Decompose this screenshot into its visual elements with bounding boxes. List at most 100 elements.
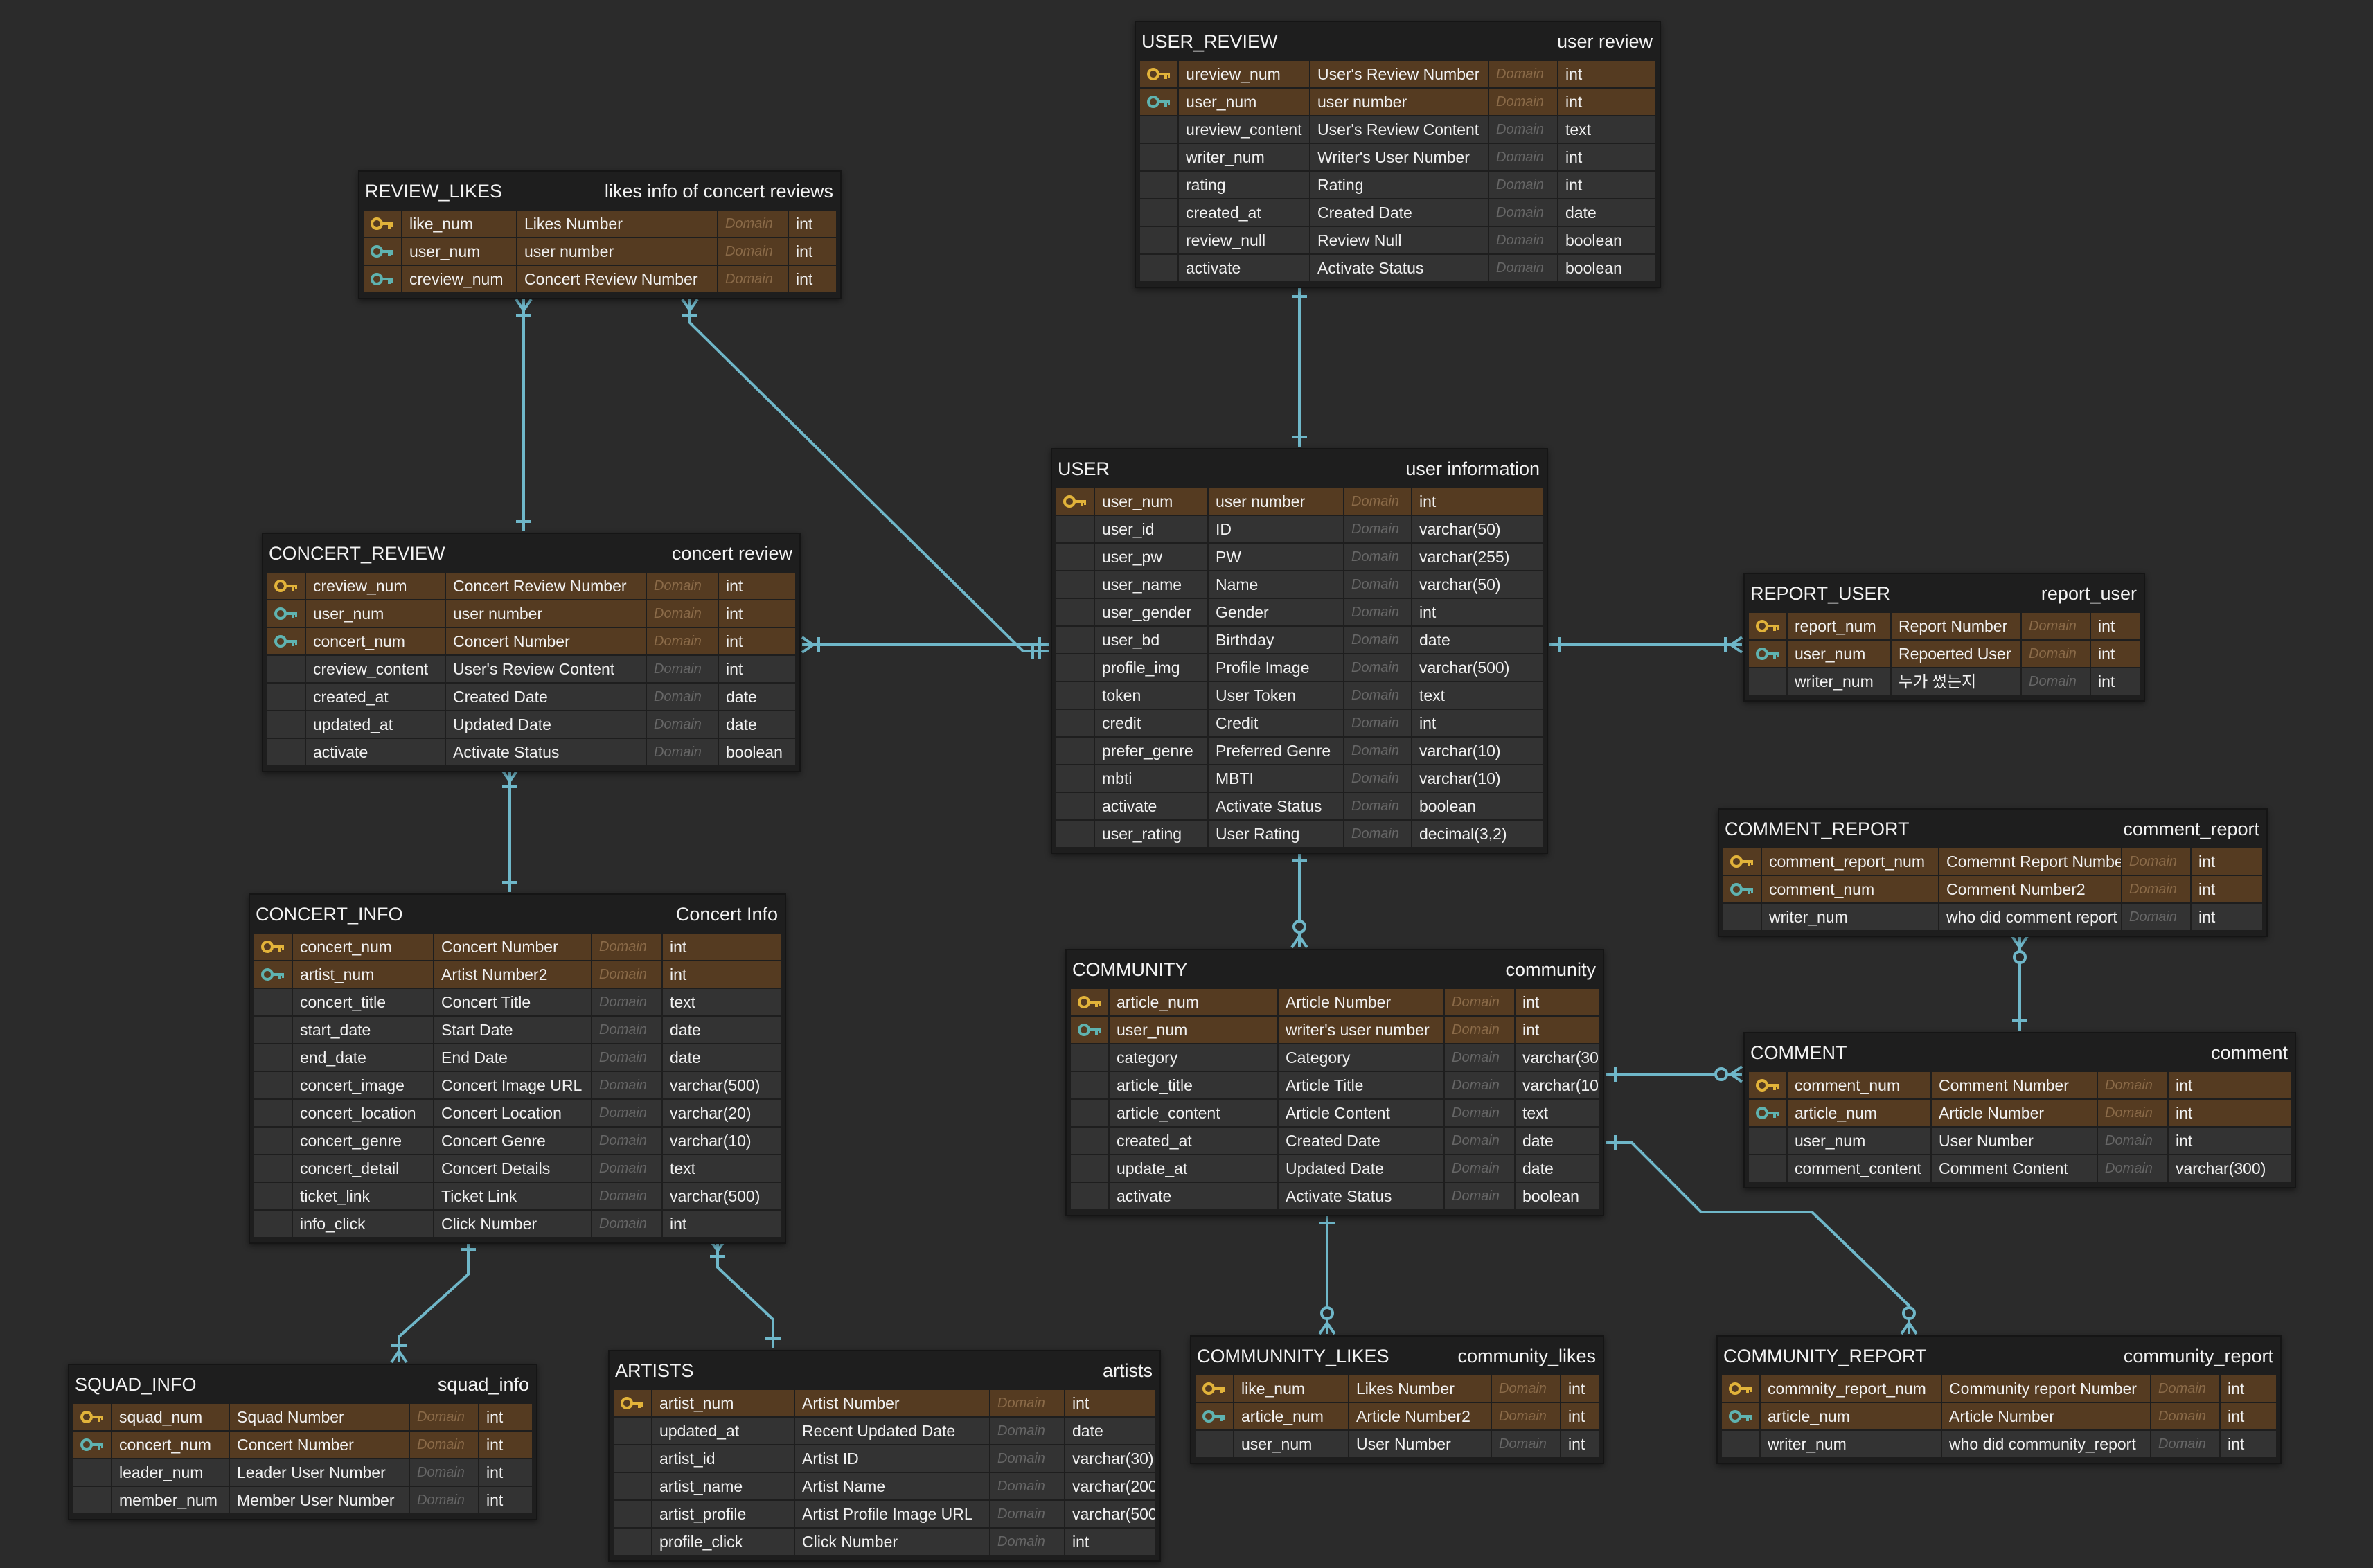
column-row[interactable]: user_numUser NumberDomainint [1196, 1431, 1599, 1457]
column-row[interactable]: ticket_linkTicket LinkDomainvarchar(500) [254, 1183, 781, 1209]
table-header[interactable]: USERuser information [1056, 449, 1543, 488]
column-row[interactable]: updated_atUpdated DateDomaindate [267, 711, 795, 738]
table-concert-info[interactable]: CONCERT_INFOConcert Infoconcert_numConce… [249, 893, 786, 1244]
table-header[interactable]: USER_REVIEWuser review [1140, 22, 1655, 61]
column-row[interactable]: leader_numLeader User NumberDomainint [73, 1459, 532, 1486]
column-row[interactable]: user_bdBirthdayDomaindate [1056, 627, 1543, 653]
column-row[interactable]: article_numArticle NumberDomainint [1071, 989, 1599, 1015]
column-row[interactable]: creview_contentUser's Review ContentDoma… [267, 656, 795, 682]
column-row[interactable]: review_nullReview NullDomainboolean [1140, 227, 1655, 253]
column-row[interactable]: ratingRatingDomainint [1140, 172, 1655, 198]
table-header[interactable]: COMMENT_REPORTcomment_report [1723, 810, 2262, 848]
column-row[interactable]: ureview_contentUser's Review ContentDoma… [1140, 116, 1655, 143]
column-row[interactable]: activateActivate StatusDomainboolean [1071, 1183, 1599, 1209]
column-row[interactable]: tokenUser TokenDomaintext [1056, 682, 1543, 709]
table-comment[interactable]: COMMENTcommentcomment_numComment NumberD… [1743, 1032, 2296, 1188]
column-row[interactable]: ureview_numUser's Review NumberDomainint [1140, 61, 1655, 87]
column-row[interactable]: info_clickClick NumberDomainint [254, 1211, 781, 1237]
table-community-report[interactable]: COMMUNITY_REPORTcommunity_reportcommnity… [1716, 1335, 2282, 1464]
table-header[interactable]: ARTISTSartists [614, 1351, 1155, 1390]
column-row[interactable]: concert_detailConcert DetailsDomaintext [254, 1155, 781, 1182]
column-row[interactable]: user_numRepoerted UserDomainint [1749, 641, 2140, 667]
table-squad-info[interactable]: SQUAD_INFOsquad_infosquad_numSquad Numbe… [68, 1364, 537, 1520]
column-row[interactable]: artist_idArtist IDDomainvarchar(30) [614, 1445, 1155, 1472]
table-header[interactable]: SQUAD_INFOsquad_info [73, 1365, 532, 1404]
column-row[interactable]: user_numuser numberDomainint [1056, 488, 1543, 515]
column-row[interactable]: article_numArticle Number2Domainint [1196, 1403, 1599, 1429]
column-row[interactable]: activateActivate StatusDomainboolean [267, 739, 795, 765]
column-row[interactable]: user_numuser numberDomainint [1140, 89, 1655, 115]
column-row[interactable]: updated_atRecent Updated DateDomaindate [614, 1418, 1155, 1444]
column-row[interactable]: like_numLikes NumberDomainint [1196, 1375, 1599, 1402]
column-row[interactable]: user_numuser numberDomainint [364, 238, 836, 265]
column-row[interactable]: mbtiMBTIDomainvarchar(10) [1056, 765, 1543, 792]
table-concert-review[interactable]: CONCERT_REVIEWconcert reviewcreview_numC… [262, 533, 801, 772]
column-row[interactable]: user_nameNameDomainvarchar(50) [1056, 571, 1543, 598]
column-row[interactable]: writer_num누가 썼는지Domainint [1749, 668, 2140, 695]
column-row[interactable]: creview_numConcert Review NumberDomainin… [364, 266, 836, 292]
column-row[interactable]: concert_genreConcert GenreDomainvarchar(… [254, 1128, 781, 1154]
column-row[interactable]: report_numReport NumberDomainint [1749, 613, 2140, 639]
column-row[interactable]: creditCreditDomainint [1056, 710, 1543, 736]
column-row[interactable]: created_atCreated DateDomaindate [1140, 199, 1655, 226]
table-header[interactable]: COMMENTcomment [1749, 1033, 2291, 1072]
column-row[interactable]: user_ratingUser RatingDomaindecimal(3,2) [1056, 821, 1543, 847]
table-community-likes[interactable]: COMMUNNITY_LIKEScommunity_likeslike_numL… [1190, 1335, 1604, 1464]
column-row[interactable]: user_pwPWDomainvarchar(255) [1056, 544, 1543, 570]
table-header[interactable]: CONCERT_REVIEWconcert review [267, 534, 795, 573]
column-row[interactable]: created_atCreated DateDomaindate [1071, 1128, 1599, 1154]
column-row[interactable]: comment_numComment NumberDomainint [1749, 1072, 2291, 1098]
column-row[interactable]: artist_numArtist NumberDomainint [614, 1390, 1155, 1416]
column-row[interactable]: writer_numwho did comment reportDomainin… [1723, 904, 2262, 930]
column-row[interactable]: user_numUser NumberDomainint [1749, 1128, 2291, 1154]
column-row[interactable]: writer_numWriter's User NumberDomainint [1140, 144, 1655, 170]
column-row[interactable]: artist_nameArtist NameDomainvarchar(200) [614, 1473, 1155, 1499]
column-row[interactable]: creview_numConcert Review NumberDomainin… [267, 573, 795, 599]
column-row[interactable]: article_numArticle NumberDomainint [1722, 1403, 2276, 1429]
column-row[interactable]: article_titleArticle TitleDomainvarchar(… [1071, 1072, 1599, 1098]
column-row[interactable]: article_contentArticle ContentDomaintext [1071, 1100, 1599, 1126]
column-row[interactable]: prefer_genrePreferred GenreDomainvarchar… [1056, 738, 1543, 764]
column-row[interactable]: artist_profileArtist Profile Image URLDo… [614, 1501, 1155, 1527]
column-row[interactable]: comment_report_numComemnt Report NumberD… [1723, 848, 2262, 875]
table-header[interactable]: COMMUNITYcommunity [1071, 950, 1599, 989]
table-user[interactable]: USERuser informationuser_numuser numberD… [1051, 448, 1548, 854]
column-row[interactable]: writer_numwho did community_reportDomain… [1722, 1431, 2276, 1457]
table-header[interactable]: REVIEW_LIKESlikes info of concert review… [364, 172, 836, 211]
column-row[interactable]: concert_numConcert NumberDomainint [73, 1432, 532, 1458]
column-row[interactable]: concert_titleConcert TitleDomaintext [254, 989, 781, 1015]
column-row[interactable]: start_dateStart DateDomaindate [254, 1017, 781, 1043]
column-row[interactable]: user_numuser numberDomainint [267, 600, 795, 627]
column-row[interactable]: categoryCategoryDomainvarchar(30) [1071, 1044, 1599, 1071]
column-row[interactable]: profile_imgProfile ImageDomainvarchar(50… [1056, 654, 1543, 681]
table-header[interactable]: COMMUNITY_REPORTcommunity_report [1722, 1337, 2276, 1375]
table-community[interactable]: COMMUNITYcommunityarticle_numArticle Num… [1065, 949, 1604, 1216]
table-comment-report[interactable]: COMMENT_REPORTcomment_reportcomment_repo… [1718, 808, 2268, 937]
column-row[interactable]: squad_numSquad NumberDomainint [73, 1404, 532, 1430]
column-row[interactable]: user_genderGenderDomainint [1056, 599, 1543, 625]
table-artists[interactable]: ARTISTSartistsartist_numArtist NumberDom… [608, 1350, 1161, 1562]
column-row[interactable]: concert_imageConcert Image URLDomainvarc… [254, 1072, 781, 1098]
column-row[interactable]: update_atUpdated DateDomaindate [1071, 1155, 1599, 1182]
column-row[interactable]: concert_locationConcert LocationDomainva… [254, 1100, 781, 1126]
column-row[interactable]: end_dateEnd DateDomaindate [254, 1044, 781, 1071]
column-row[interactable]: comment_contentComment ContentDomainvarc… [1749, 1155, 2291, 1182]
table-header[interactable]: REPORT_USERreport_user [1749, 574, 2140, 613]
column-row[interactable]: artist_numArtist Number2Domainint [254, 961, 781, 988]
column-row[interactable]: member_numMember User NumberDomainint [73, 1487, 532, 1513]
column-row[interactable]: like_numLikes NumberDomainint [364, 211, 836, 237]
table-review-likes[interactable]: REVIEW_LIKESlikes info of concert review… [358, 170, 842, 299]
table-user-review[interactable]: USER_REVIEWuser reviewureview_numUser's … [1135, 21, 1661, 288]
column-row[interactable]: created_atCreated DateDomaindate [267, 684, 795, 710]
column-row[interactable]: user_idIDDomainvarchar(50) [1056, 516, 1543, 542]
table-header[interactable]: COMMUNNITY_LIKEScommunity_likes [1196, 1337, 1599, 1375]
column-row[interactable]: profile_clickClick NumberDomainint [614, 1529, 1155, 1555]
column-row[interactable]: commnity_report_numCommunity report Numb… [1722, 1375, 2276, 1402]
column-row[interactable]: activateActivate StatusDomainboolean [1140, 255, 1655, 281]
table-header[interactable]: CONCERT_INFOConcert Info [254, 895, 781, 934]
column-row[interactable]: user_numwriter's user numberDomainint [1071, 1017, 1599, 1043]
column-row[interactable]: activateActivate StatusDomainboolean [1056, 793, 1543, 819]
column-row[interactable]: article_numArticle NumberDomainint [1749, 1100, 2291, 1126]
column-row[interactable]: comment_numComment Number2Domainint [1723, 876, 2262, 902]
table-report-user[interactable]: REPORT_USERreport_userreport_numReport N… [1743, 573, 2145, 702]
